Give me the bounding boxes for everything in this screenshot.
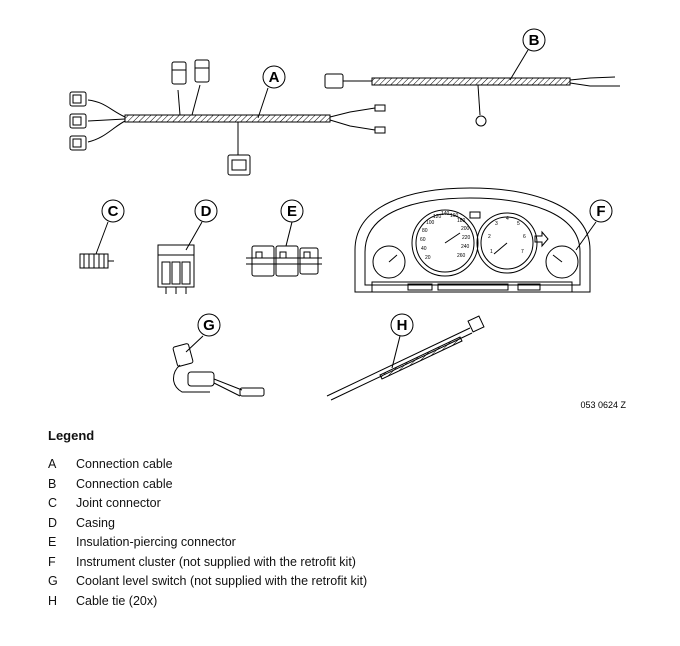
cable-tie-h <box>326 315 485 401</box>
legend-text: Cable tie (20x) <box>76 593 158 608</box>
figure-reference-number: 053 0624 Z <box>580 400 626 410</box>
svg-text:20: 20 <box>425 255 431 261</box>
coolant-level-switch-g <box>172 335 265 397</box>
svg-text:220: 220 <box>462 235 471 241</box>
legend-text: Insulation-piercing connector <box>76 535 236 549</box>
legend-letter: A <box>48 457 57 471</box>
legend-text: Instrument cluster (not supplied with th… <box>76 554 356 569</box>
svg-text:7: 7 <box>521 249 524 255</box>
svg-text:120: 120 <box>433 214 442 220</box>
svg-text:C: C <box>108 203 119 220</box>
callout-f: F <box>589 199 613 223</box>
callout-b: B <box>522 28 546 52</box>
svg-text:2: 2 <box>488 234 491 240</box>
svg-text:E: E <box>287 203 297 220</box>
svg-text:6: 6 <box>523 234 526 240</box>
callout-e: E <box>280 199 304 223</box>
svg-text:D: D <box>201 203 212 220</box>
legend-item-f: F Instrument cluster (not supplied with … <box>48 553 367 573</box>
svg-text:100: 100 <box>426 220 435 226</box>
legend-letter: C <box>48 496 58 510</box>
svg-text:200: 200 <box>461 226 470 232</box>
legend-item-a: A Connection cable <box>48 455 367 475</box>
callout-d: D <box>194 199 218 223</box>
legend-letter: F <box>48 554 56 569</box>
speedometer-scale: 20 40 60 80 100 120 140 160 180 200 220 … <box>420 211 471 261</box>
svg-text:1: 1 <box>490 249 493 255</box>
svg-text:160: 160 <box>450 213 459 219</box>
svg-text:5: 5 <box>517 221 520 227</box>
svg-text:G: G <box>203 317 215 334</box>
legend-letter: D <box>48 515 58 530</box>
connection-cable-a <box>69 59 386 176</box>
connection-cable-b <box>324 49 620 127</box>
legend-text: Connection cable <box>76 457 173 471</box>
svg-text:260: 260 <box>457 253 466 259</box>
legend-letter: B <box>48 476 57 491</box>
legend-text: Coolant level switch (not supplied with … <box>76 574 368 588</box>
callout-a: A <box>262 65 286 89</box>
legend-text: Casing <box>76 515 115 530</box>
legend-item-e: E Insulation-piercing connector <box>48 533 367 553</box>
svg-text:80: 80 <box>422 228 428 234</box>
tachometer-scale: 1 2 3 4 5 6 7 <box>488 216 526 255</box>
legend-title: Legend <box>48 428 95 443</box>
svg-text:H: H <box>397 317 408 334</box>
legend-text: Connection cable <box>76 476 173 491</box>
svg-text:B: B <box>529 32 540 49</box>
legend-item-g: G Coolant level switch (not supplied wit… <box>48 572 367 592</box>
legend-letter: H <box>48 593 58 608</box>
casing-d <box>157 221 203 294</box>
insulation-piercing-connector-e <box>246 221 322 277</box>
legend-letter: G <box>48 574 58 588</box>
legend-text: Joint connector <box>76 496 161 510</box>
callout-g: G <box>197 313 221 337</box>
legend-item-d: D Casing <box>48 514 367 534</box>
legend-item-c: C Joint connector <box>48 494 367 514</box>
svg-text:A: A <box>269 69 280 86</box>
callout-c: C <box>101 199 125 223</box>
parts-diagram: A B C <box>69 28 626 410</box>
legend-letter: E <box>48 535 57 549</box>
callout-h: H <box>390 313 414 337</box>
svg-text:60: 60 <box>420 237 426 243</box>
svg-text:3: 3 <box>495 221 498 227</box>
legend: Legend A Connection cable B Connection c… <box>48 428 367 611</box>
instrument-cluster-f <box>354 187 597 293</box>
svg-text:240: 240 <box>461 244 470 250</box>
svg-text:F: F <box>596 203 605 220</box>
svg-text:180: 180 <box>457 218 466 224</box>
svg-text:4: 4 <box>506 216 509 222</box>
svg-text:40: 40 <box>421 246 427 252</box>
legend-item-h: H Cable tie (20x) <box>48 592 367 612</box>
legend-item-b: B Connection cable <box>48 475 367 495</box>
svg-text:140: 140 <box>441 211 450 217</box>
joint-connector-c <box>79 221 114 269</box>
